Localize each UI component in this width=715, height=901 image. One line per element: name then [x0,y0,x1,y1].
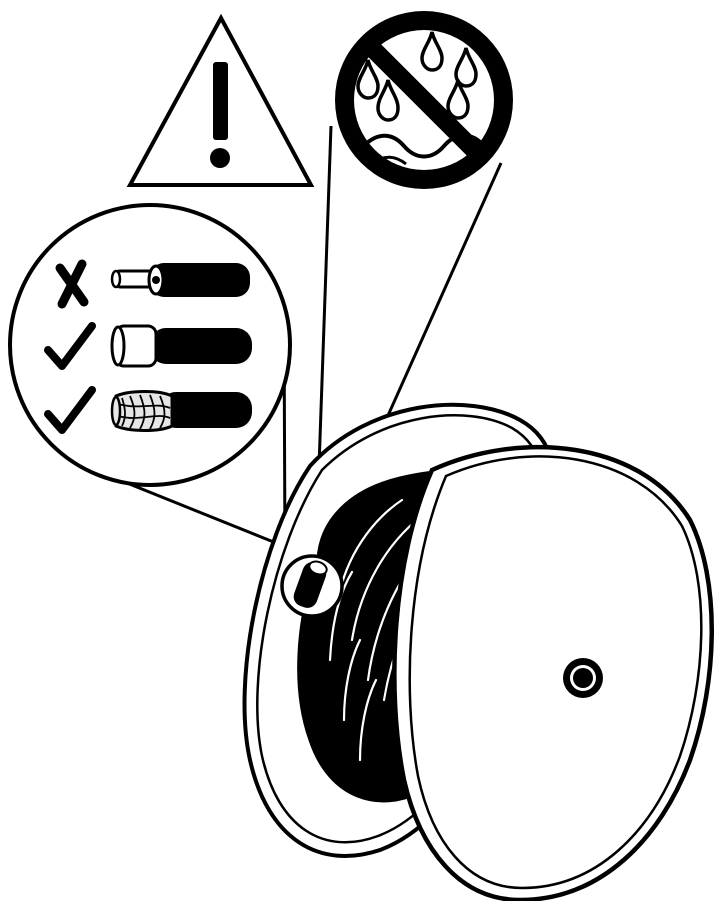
warning-triangle-icon [130,18,311,185]
cable-end-taped-icon [112,392,252,431]
cable-reel-icon [245,405,712,900]
callout-line-inspection-lower [112,477,286,547]
cable-end-capped-icon [112,326,252,366]
warning-exclamation-bar [213,62,228,140]
reel-hub-icon [563,658,603,698]
reel-front-flange [394,447,711,900]
no-water-icon [335,11,513,189]
cable-end-inspection-callout [10,205,290,485]
cable-end-highlight [282,556,342,616]
warning-exclamation-dot [210,148,230,168]
